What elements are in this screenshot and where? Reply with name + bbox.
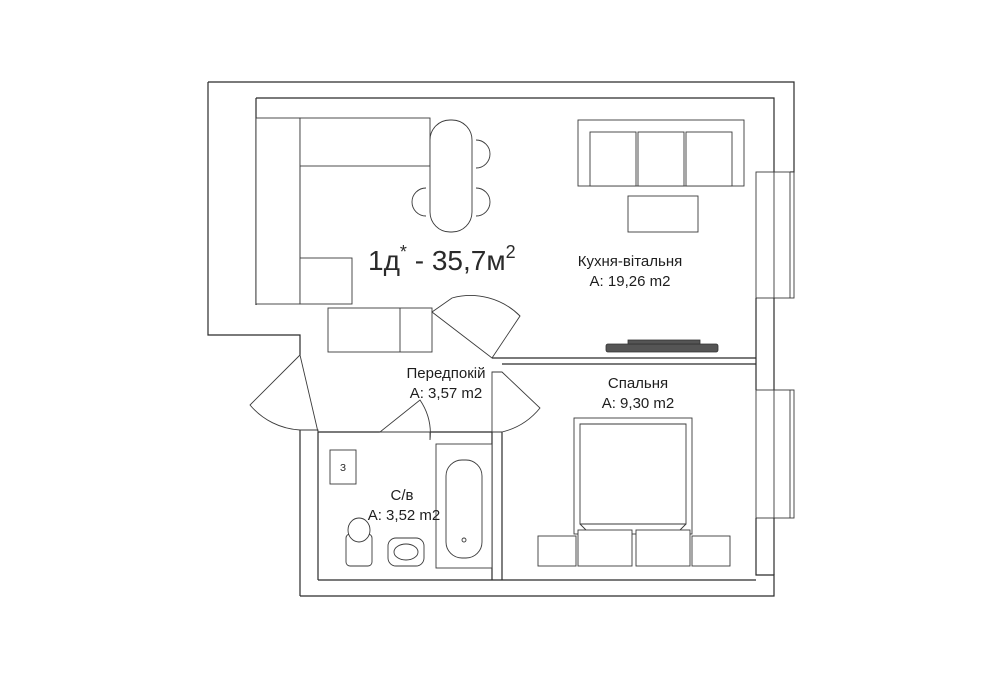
toilet-bowl: [347, 517, 371, 543]
nightstand-left: [537, 535, 577, 567]
bar-stool: [475, 187, 491, 217]
bar-stool: [475, 139, 491, 169]
room-name-kitchen: Кухня-вітальня: [578, 253, 682, 270]
bathroom-door: [378, 399, 431, 441]
room-name-bathroom: С/в: [391, 487, 414, 504]
wardrobe: [327, 307, 433, 353]
outer-walls: [207, 81, 795, 597]
bedroom-door: [491, 371, 541, 433]
room-area-kitchen: A: 19,26 m2: [590, 273, 671, 290]
room-name-bedroom: Спальня: [608, 375, 668, 392]
coffee-table: [627, 195, 699, 233]
room-area-hallway: A: 3,57 m2: [410, 385, 483, 402]
pillow-left: [577, 529, 633, 567]
boiler: [329, 449, 357, 485]
bathroom-fixtures: З: [329, 443, 493, 569]
room-name-hallway: Передпокій: [407, 365, 486, 382]
room-area-bathroom: A: 3,52 m2: [368, 507, 441, 524]
bar-stool: [411, 187, 427, 217]
plan-title: 1д* - 35,7м2: [368, 242, 516, 276]
bathtub-inner: [445, 459, 483, 559]
bathtub-drain: [461, 537, 467, 543]
boiler-label: З: [340, 463, 346, 474]
window-bedroom: [755, 389, 795, 519]
bed: [573, 417, 693, 535]
bar-counter: [429, 119, 473, 233]
doors: [249, 295, 541, 441]
sink-bowl: [393, 543, 419, 561]
tv: [605, 339, 719, 353]
entrance-door: [249, 354, 319, 433]
pillow-right: [635, 529, 691, 567]
nightstand-right: [691, 535, 731, 567]
room-area-bedroom: A: 9,30 m2: [602, 395, 675, 412]
window-kitchen: [755, 171, 795, 299]
kitchen-cabinets: [255, 117, 491, 353]
bedroom-furniture: [537, 417, 731, 567]
sofa: [577, 119, 745, 233]
kitchen-door: [431, 295, 521, 359]
